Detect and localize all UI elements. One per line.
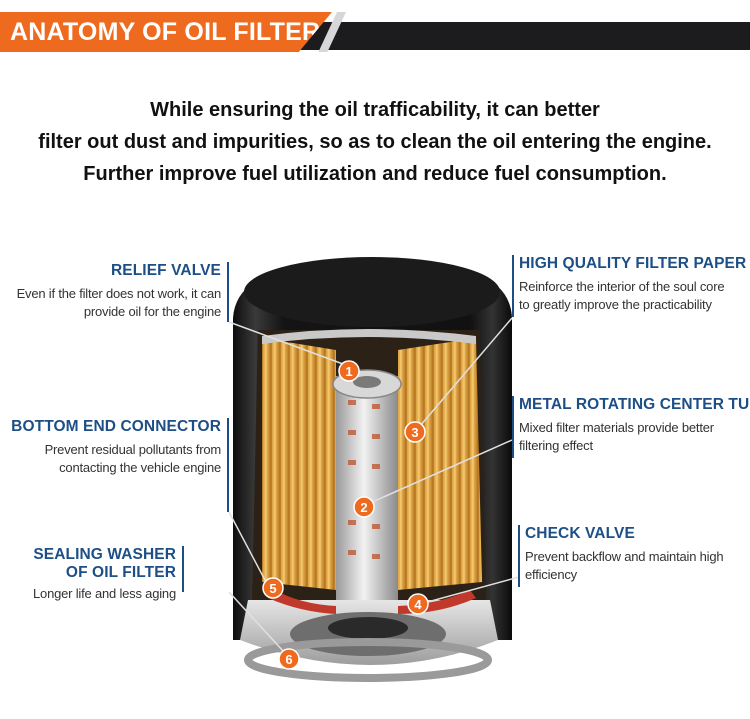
svg-text:5: 5 [269,581,276,596]
callout-desc: Even if the filter does not work, it can… [16,286,222,319]
sealing-washer [244,638,492,682]
svg-text:4: 4 [414,597,422,612]
intro-line: Further improve fuel utilization and red… [83,163,667,185]
callout-desc: Reinforce the interior of the soul core … [519,279,725,312]
callout-relief-valve: RELIEF VALVE Even if the filter does not… [17,262,227,321]
check-valve-bar [518,525,520,587]
callout-title: HIGH QUALITY FILTER PAPER [519,255,747,272]
callout-title: RELIEF VALVE [111,262,221,279]
callout-desc: Longer life and less aging [33,586,176,601]
callout-desc: Mixed filter materials provide better fi… [519,420,714,453]
leader-lines [228,317,520,653]
marker-3-icon: 3 [404,421,426,443]
callout-title: CHECK VALVE [525,525,635,542]
callout-filter-paper: HIGH QUALITY FILTER PAPER Reinforce the … [513,255,746,314]
callout-title: BOTTOM END CONNECTOR [11,418,221,435]
marker-4-icon: 4 [407,593,429,615]
svg-text:1: 1 [345,364,352,379]
filter-paper-right [398,338,482,590]
svg-text:3: 3 [411,425,418,440]
sealing-washer-bar [182,546,184,592]
callout-bottom-end-connector: BOTTOM END CONNECTOR Prevent residual po… [11,418,227,477]
top-end-cap [262,329,476,344]
marker-6-icon: 6 [278,648,300,670]
housing-top [244,257,500,327]
filter-paper-left [262,338,336,590]
marker-2-icon: 2 [353,496,375,518]
callout-title: SEALING WASHER OF OIL FILTER [33,546,176,581]
check-valve-rubber [268,590,336,614]
callout-desc: Prevent residual pollutants from contact… [44,442,222,475]
svg-text:6: 6 [285,652,292,667]
intro-line: filter out dust and impurities, so as to… [38,131,712,153]
callout-title: METAL ROTATING CENTER TUBE [519,396,750,413]
center-tube-bar [512,396,514,458]
intro-text: While ensuring the oil trafficability, i… [0,94,750,190]
center-tube [336,376,398,606]
callout-desc: Prevent backflow and maintain high effic… [525,549,724,582]
callout-center-tube: METAL ROTATING CENTER TUBE Mixed filter … [513,396,750,455]
marker-5-icon: 5 [262,577,284,599]
center-tube-holes [348,400,380,559]
bottom-end-connector-bar [227,418,229,512]
callout-check-valve: CHECK VALVE Prevent backflow and maintai… [519,525,724,584]
marker-1-icon: 1 [338,360,360,382]
intro-line: While ensuring the oil trafficability, i… [150,99,600,121]
callout-sealing-washer: SEALING WASHER OF OIL FILTER Longer life… [33,546,182,603]
page-title: ANATOMY OF OIL FILTER [0,12,332,52]
svg-text:2: 2 [360,500,367,515]
filter-paper-bar [512,255,514,317]
relief-valve-bar [227,262,229,322]
